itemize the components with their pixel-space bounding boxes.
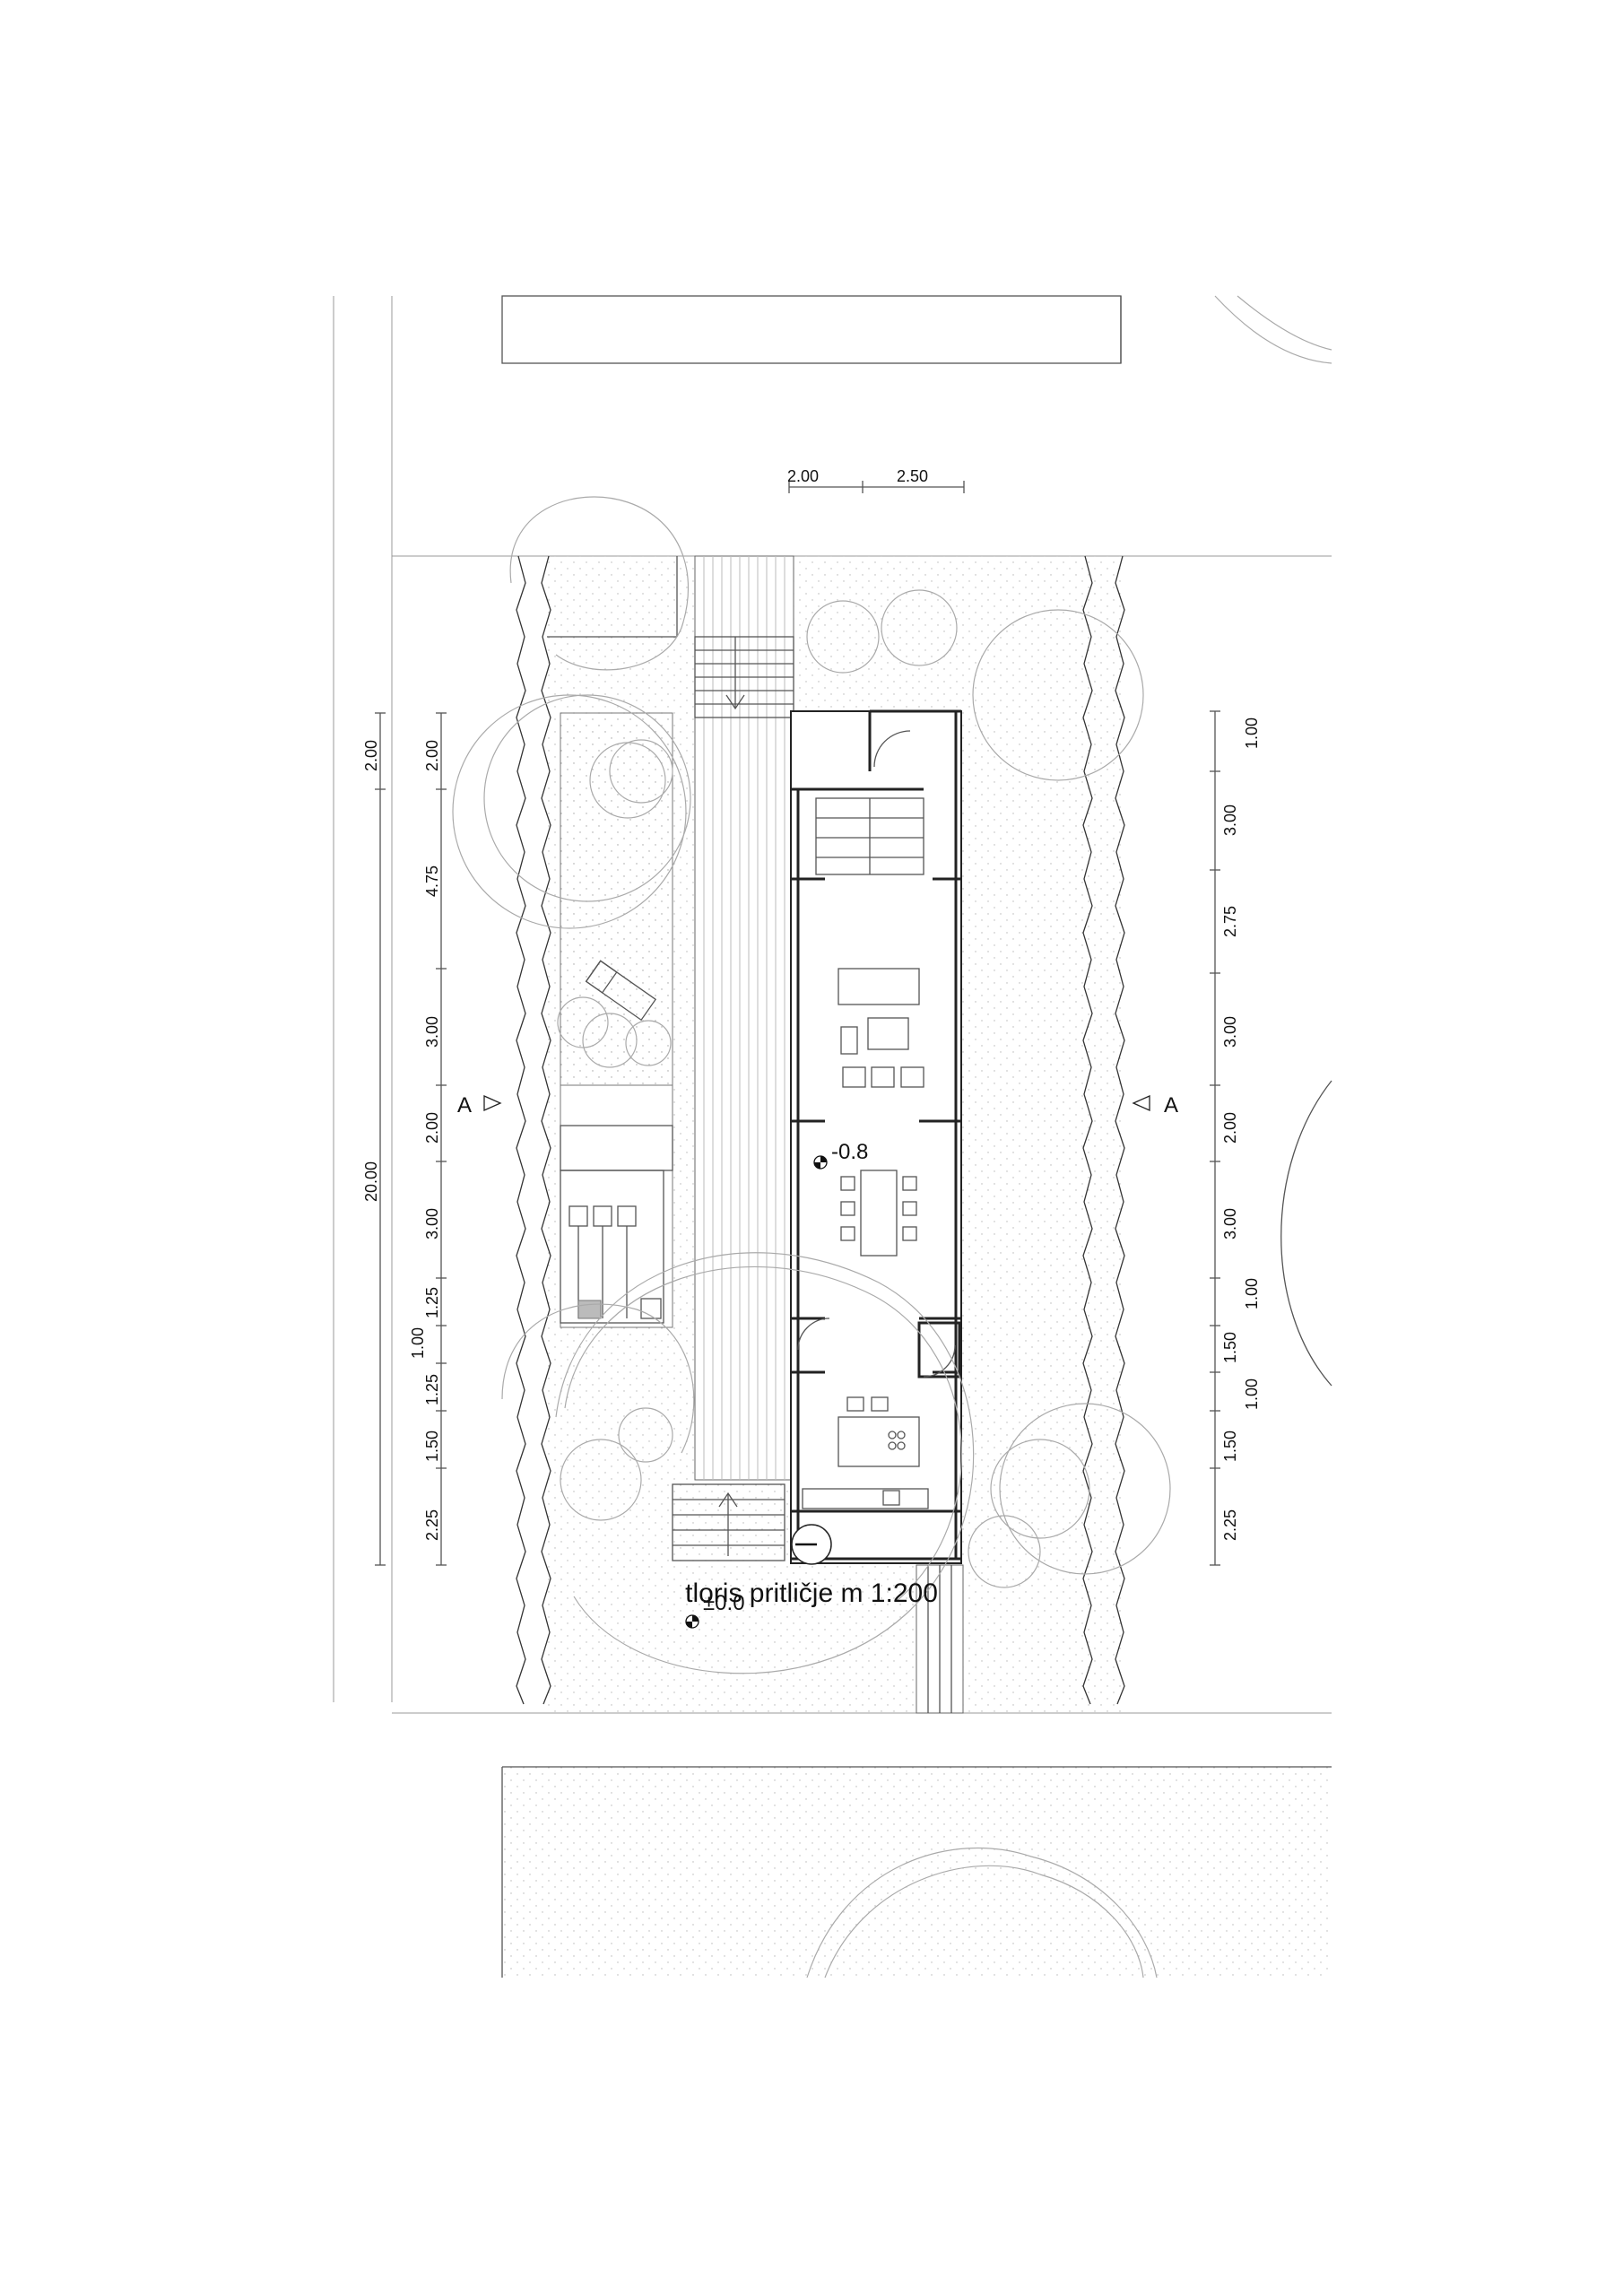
level-outer-label: ±0.0	[703, 1591, 745, 1615]
entrance-steps	[672, 636, 794, 1561]
left-dim-4: 2.00	[423, 1112, 441, 1144]
top-dimension: 2.00 2.50	[787, 467, 965, 493]
left-dim-3: 3.00	[423, 1016, 441, 1048]
top-dim-2: 2.50	[897, 467, 928, 485]
north-arrow-icon	[791, 1524, 832, 1565]
left-dim-10: 2.25	[423, 1509, 441, 1541]
right-dim-7: 1.00	[1243, 1278, 1261, 1309]
left-dim-9: 1.50	[423, 1431, 441, 1462]
hedge-left	[516, 555, 526, 1705]
right-dim-2: 3.00	[1221, 804, 1239, 836]
left-dim-6: 1.25	[423, 1287, 441, 1318]
timber-deck	[694, 555, 794, 1481]
left-dim-7: 1.00	[409, 1327, 427, 1359]
left-dim-1: 2.00	[423, 740, 441, 771]
level-marker-icon	[685, 1614, 699, 1629]
left-dim-2: 4.75	[423, 865, 441, 897]
right-dimension: 1.00 3.00 2.75 3.00 2.00 3.00 1.00 1.50 …	[1210, 710, 1261, 1566]
right-dim-4: 3.00	[1221, 1016, 1239, 1048]
pond-arc	[1280, 1080, 1332, 1387]
section-arrow-icon	[1132, 1094, 1150, 1112]
section-marker-right: A	[1132, 1093, 1178, 1118]
right-dim-11: 2.25	[1221, 1509, 1239, 1541]
right-dim-5: 2.00	[1221, 1112, 1239, 1144]
right-dim-9: 1.00	[1243, 1378, 1261, 1410]
right-dim-6: 3.00	[1221, 1208, 1239, 1239]
right-dim-10: 1.50	[1221, 1431, 1239, 1462]
left-outer-dim-2: 20.00	[362, 1161, 380, 1202]
neighbour-plot-top	[501, 295, 1332, 364]
svg-text:A: A	[1164, 1093, 1178, 1118]
house	[790, 709, 962, 1564]
hedge-right	[1082, 555, 1093, 1705]
section-arrow-icon	[483, 1094, 502, 1112]
level-marker-inner: -0.8	[813, 1140, 868, 1170]
left-outer-dimension: 2.00 20.00	[362, 712, 386, 1566]
left-dim-8: 1.25	[423, 1374, 441, 1405]
right-dim-8: 1.50	[1221, 1332, 1239, 1363]
level-inner-label: -0.8	[831, 1140, 868, 1164]
left-dim-5: 3.00	[423, 1208, 441, 1239]
right-dim-1: 1.00	[1243, 718, 1261, 749]
drawing-title: tloris pritličje m 1:200	[685, 1578, 938, 1608]
top-dim-1: 2.00	[787, 467, 819, 485]
trees	[452, 496, 1171, 1674]
side-terrace	[547, 556, 678, 1328]
left-inner-dimension: 2.00 4.75 3.00 2.00 3.00 1.25 1.00 1.25 …	[409, 712, 447, 1566]
left-outer-dim-1: 2.00	[362, 740, 380, 771]
lounger-icon	[585, 960, 657, 1022]
section-marker-left: A	[457, 1093, 502, 1118]
svg-text:A: A	[457, 1093, 472, 1118]
neighbour-plot-bottom	[501, 1766, 1332, 1979]
right-dim-3: 2.75	[1221, 906, 1239, 937]
level-marker-outer: ±0.0	[685, 1591, 745, 1629]
level-marker-icon	[813, 1155, 828, 1170]
garden-path	[916, 1564, 964, 1714]
